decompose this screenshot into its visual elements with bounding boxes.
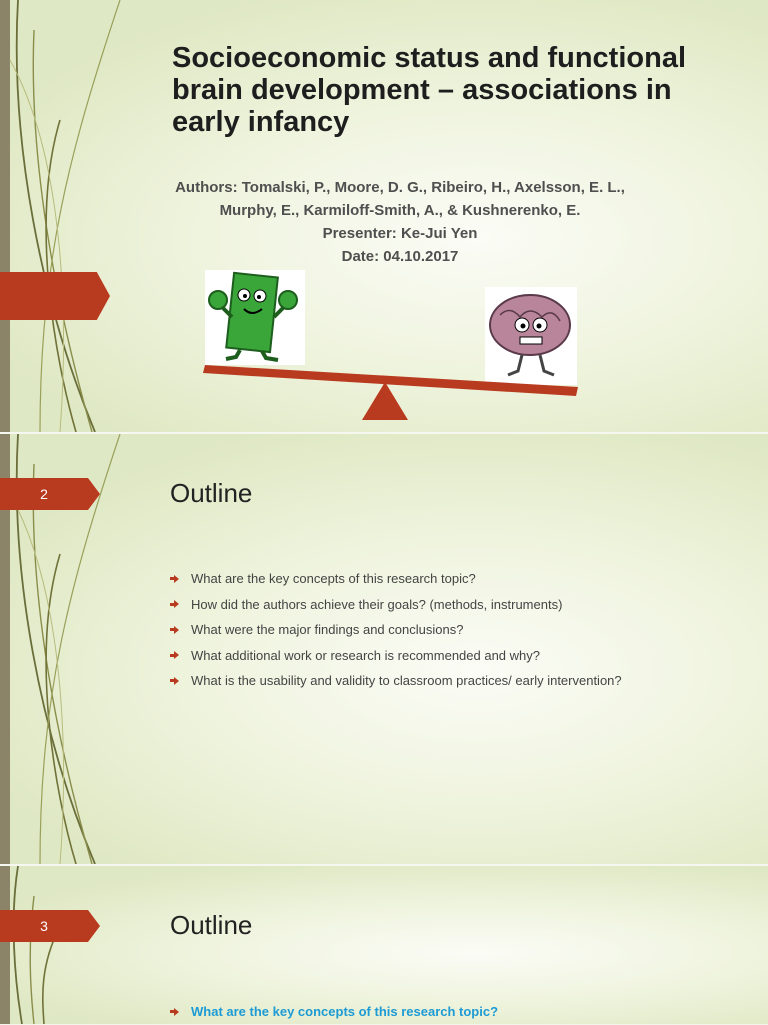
- seesaw-icon: [203, 365, 578, 420]
- slide-separator: [0, 864, 768, 866]
- slide-separator: [0, 432, 768, 434]
- presentation-title: Socioeconomic status and functional brai…: [172, 42, 687, 138]
- authors-line-1: Authors: Tomalski, P., Moore, D. G., Rib…: [175, 179, 625, 196]
- list-item: What is the usability and validity to cl…: [170, 668, 622, 694]
- slide-number-tag: [0, 272, 110, 320]
- decorative-swirl-icon: [9, 0, 121, 432]
- slide-2: [0, 434, 768, 864]
- bullet-arrow-icon: [170, 600, 179, 609]
- list-item: What are the key concepts of this resear…: [170, 566, 622, 592]
- list-item: What are the key concepts of this resear…: [170, 999, 498, 1025]
- bullet-arrow-icon: [170, 1007, 179, 1016]
- slide-3: [0, 866, 768, 1024]
- authors-line-2: Murphy, E., Karmiloff-Smith, A., & Kushn…: [219, 202, 581, 219]
- slide-1: Socioeconomic status and functional brai…: [0, 0, 768, 432]
- list-item: What additional work or research is reco…: [170, 643, 622, 669]
- list-item: How did the authors achieve their goals?…: [170, 592, 622, 618]
- title-meta: Authors: Tomalski, P., Moore, D. G., Rib…: [130, 176, 670, 268]
- bullet-arrow-icon: [170, 651, 179, 660]
- date-line: Date: 04.10.2017: [341, 248, 459, 265]
- bullet-arrow-icon: [170, 574, 179, 583]
- slide-number-tag: 2: [0, 478, 100, 510]
- list-item: What were the major findings and conclus…: [170, 617, 622, 643]
- slide-sidebar: [0, 866, 10, 1024]
- slide-number-tag: 3: [0, 910, 100, 942]
- brain-cartoon-icon: [485, 287, 577, 385]
- bullet-arrow-icon: [170, 676, 179, 685]
- slide-sidebar: [0, 434, 10, 864]
- presenter-line: Presenter: Ke-Jui Yen: [322, 225, 478, 242]
- slide-title: Outline: [170, 910, 253, 940]
- slide-sidebar: [0, 0, 10, 432]
- outline-list: What are the key concepts of this resear…: [170, 566, 622, 694]
- bullet-arrow-icon: [170, 625, 179, 634]
- money-cartoon-icon: [205, 270, 305, 365]
- outline-list: What are the key concepts of this resear…: [170, 999, 498, 1025]
- slide-title: Outline: [170, 478, 253, 508]
- decorative-swirl-icon: [12, 866, 61, 1024]
- seesaw-illustration: [203, 270, 578, 420]
